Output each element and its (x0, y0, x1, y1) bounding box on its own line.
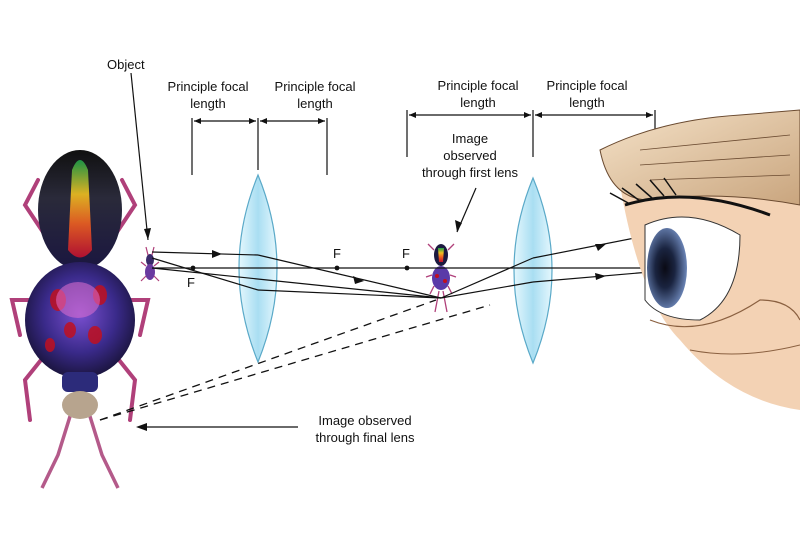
focal-length-label-3-line2: length (460, 95, 496, 110)
focal-point-label-2: F (333, 246, 341, 261)
final-lens-image-label-line1: Image observed (318, 413, 412, 428)
focal-length-label-1-line2: length (190, 96, 226, 111)
second-lens (513, 176, 553, 365)
final-lens-image-label-line2: through final lens (315, 430, 415, 445)
first-lens-image-label-line2: observed (443, 148, 497, 163)
object-label: Object (107, 57, 145, 72)
focal-length-label-4-line2: length (569, 95, 605, 110)
pointer-arrowheads (136, 220, 462, 431)
focal-length-label-3: Principle focal length (425, 77, 531, 111)
object-beetle (140, 246, 160, 282)
focal-length-label-4-line1: Principle focal (546, 78, 628, 93)
ray-lines (151, 234, 651, 299)
focal-point-label-3: F (402, 246, 410, 261)
final-lens-image-label: Image observed through final lens (290, 412, 440, 446)
focal-length-label-1: Principle focal length (155, 78, 261, 112)
first-lens-image-label-line1: Image (451, 131, 489, 146)
pointer-lines (130, 72, 477, 428)
object-pointer (130, 72, 149, 241)
focal-length-label-2: Principle focal length (262, 78, 368, 112)
focal-length-label-2-line2: length (297, 96, 333, 111)
human-eye-icon (599, 109, 800, 410)
focal-length-label-2-line1: Principle focal (274, 79, 356, 94)
first-lens-image-beetle (425, 243, 457, 313)
first-lens-image-label-line3: through first lens (421, 165, 519, 180)
virtual-rays (99, 299, 491, 421)
focal-length-label-1-line1: Principle focal (167, 79, 249, 94)
focal-length-label-4: Principle focal length (534, 77, 640, 111)
bracket-arrowheads (194, 112, 653, 124)
focal-length-label-3-line1: Principle focal (437, 78, 519, 93)
first-lens-image-label: Image observed through first lens (410, 130, 530, 181)
focal-points (190, 265, 410, 271)
ray-arrowheads (212, 244, 606, 284)
focal-point-label-1: F (187, 275, 195, 290)
large-beetle-image (9, 150, 151, 489)
